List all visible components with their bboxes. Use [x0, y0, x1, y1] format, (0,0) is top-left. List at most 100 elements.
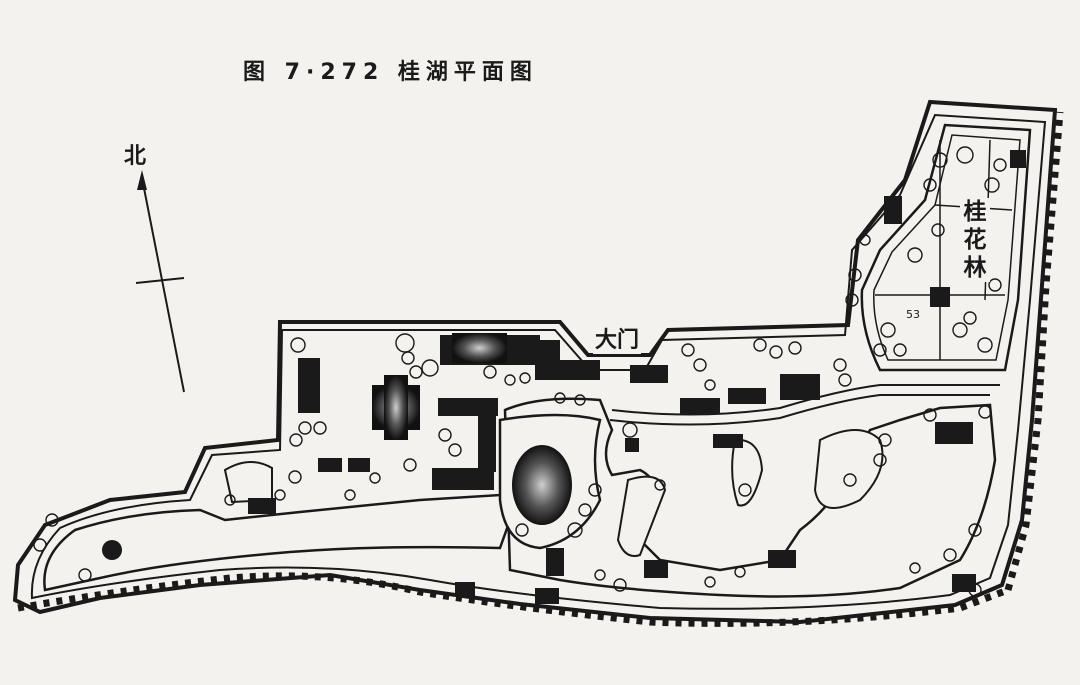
battlement-south — [17, 572, 1010, 627]
building — [768, 550, 796, 568]
tree-icon — [977, 337, 993, 353]
hall-island — [512, 445, 572, 525]
tree-icon — [984, 177, 1000, 193]
lake-channel-2 — [611, 384, 1000, 416]
building — [713, 434, 743, 448]
pavilion-west — [102, 540, 122, 560]
hall-north — [452, 333, 507, 363]
tree-icon — [401, 351, 415, 365]
tree-icon — [893, 343, 907, 357]
tree-icon — [943, 548, 957, 562]
building — [930, 287, 950, 307]
building — [935, 422, 973, 444]
building — [348, 458, 370, 472]
main-gate-label: 大门 — [593, 322, 642, 354]
tree-icon — [403, 458, 417, 472]
building — [1010, 150, 1026, 168]
tree-icon — [909, 562, 921, 574]
tree-icon — [369, 472, 381, 484]
building — [318, 458, 342, 472]
tree-icon — [873, 453, 887, 467]
tree-icon — [588, 483, 602, 497]
tree-icon — [45, 513, 59, 527]
building — [478, 412, 496, 472]
grove-wall-inner — [873, 134, 1021, 361]
tree-icon — [873, 343, 887, 357]
tree-icon — [956, 146, 974, 164]
tree-icon — [704, 576, 716, 588]
tree-icon — [838, 373, 852, 387]
grove-wall — [860, 123, 1032, 372]
lake-channel — [609, 394, 990, 426]
tree-icon — [519, 372, 531, 384]
tree-icon — [554, 392, 566, 404]
tree-icon — [963, 311, 977, 325]
tree-icon — [274, 489, 286, 501]
tree-icon — [907, 247, 923, 263]
building — [535, 588, 559, 604]
tree-icon — [859, 234, 871, 246]
building — [728, 388, 766, 404]
tree-icon — [681, 343, 695, 357]
building — [625, 438, 639, 452]
tree-icon — [298, 421, 312, 435]
north-label: 北 — [124, 144, 147, 169]
building — [248, 498, 276, 514]
tree-icon — [848, 268, 862, 282]
building — [780, 374, 820, 400]
tree-icon — [578, 503, 592, 517]
tree-icon — [923, 408, 937, 422]
tree-icon — [78, 568, 92, 582]
tree-icon — [932, 152, 948, 168]
tree-icon — [622, 422, 638, 438]
building — [560, 360, 600, 380]
tree-icon — [843, 473, 857, 487]
tree-icon — [504, 374, 516, 386]
tree-icon — [289, 433, 303, 447]
tree-icon — [613, 578, 627, 592]
tree-icon — [923, 178, 937, 192]
building — [432, 468, 494, 490]
battlement-east — [1004, 111, 1064, 591]
pond-west — [223, 461, 273, 504]
tree-icon — [290, 337, 306, 353]
tree-icon — [693, 358, 707, 372]
tree-icon — [788, 341, 802, 355]
building — [680, 398, 720, 414]
tree-icon — [33, 538, 47, 552]
building — [952, 574, 976, 592]
hall-cross-v — [384, 375, 408, 440]
osmanthus-grove-label: 桂花林 — [960, 198, 990, 282]
tree-icon — [438, 428, 452, 442]
tree-icon — [753, 338, 767, 352]
tree-icon — [421, 359, 439, 377]
tree-icon — [594, 569, 606, 581]
building — [535, 340, 560, 380]
tree-icon — [567, 522, 583, 538]
tree-icon — [833, 358, 847, 372]
tree-icon — [988, 278, 1002, 292]
island-2 — [616, 475, 667, 557]
tree-icon — [574, 394, 586, 406]
tree-icon — [288, 470, 302, 484]
grove-code-label: 53 — [906, 308, 920, 321]
tree-icon — [845, 293, 859, 307]
trees — [33, 146, 1007, 597]
tree-icon — [515, 523, 529, 537]
building — [546, 548, 564, 576]
island-3 — [813, 429, 884, 509]
tree-icon — [395, 333, 415, 353]
building — [884, 196, 902, 224]
map-caption: 图 7·272 桂湖平面图 — [243, 60, 538, 85]
building — [438, 398, 498, 416]
building — [455, 582, 475, 596]
tree-icon — [931, 223, 945, 237]
tree-icon — [952, 322, 968, 338]
tree-icon — [880, 322, 896, 338]
building — [630, 365, 668, 383]
building — [644, 560, 668, 578]
lake-west — [43, 493, 512, 592]
tree-icon — [769, 345, 783, 359]
tree-icon — [313, 421, 327, 435]
